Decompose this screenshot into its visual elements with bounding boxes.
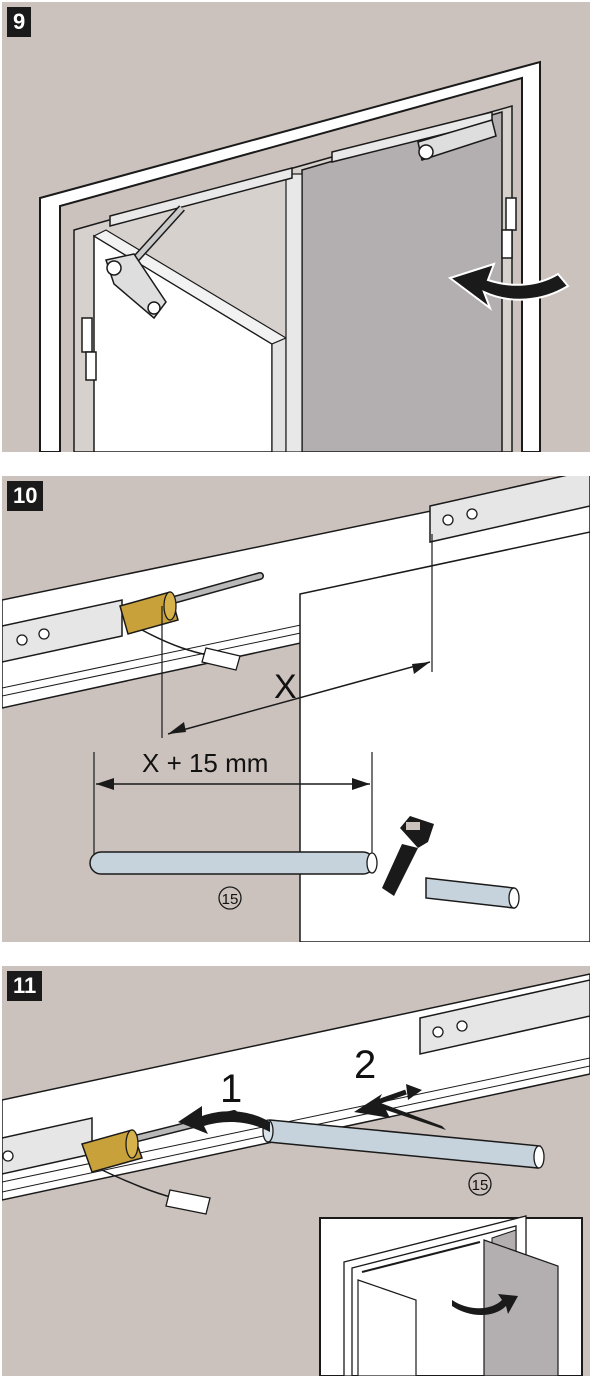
- part-number-circle: [218, 886, 242, 910]
- arrow-1: [178, 1106, 270, 1134]
- part-number-circle: [468, 1172, 492, 1196]
- slide-rail-left: [2, 599, 123, 663]
- closing-direction-arrow: [447, 262, 570, 311]
- extension-rod-15: [262, 1119, 545, 1169]
- slide-rail-right: [419, 979, 590, 1055]
- step-10-illustration: X X + 15 mm 15: [2, 476, 590, 942]
- hinge: [81, 317, 93, 353]
- extension-rod-15: [89, 851, 378, 875]
- coupling: [119, 591, 179, 635]
- step-11-illustration: 15 1 2: [2, 973, 590, 1376]
- coupling: [81, 1129, 143, 1173]
- slide-rail-left: [109, 167, 293, 227]
- door-frame: [39, 60, 541, 452]
- door-closer-left: [105, 253, 167, 320]
- center-mullion: [285, 173, 303, 452]
- step-11-panel: 11 15: [2, 966, 590, 1376]
- step-10-panel: 10: [2, 476, 590, 942]
- inset-opening-arrow: [452, 1294, 518, 1315]
- cut-off-piece: [425, 877, 520, 909]
- inset-overview: [319, 1215, 583, 1376]
- step-9-illustration: [39, 60, 570, 452]
- dimension-line-x: [167, 661, 431, 735]
- step-number-badge: 9: [7, 7, 32, 37]
- hinge: [505, 197, 517, 231]
- part-number-label: 15: [472, 1177, 489, 1194]
- cable-connector: [201, 647, 241, 671]
- arrow-2-label: 2: [354, 1043, 376, 1087]
- part-number-label: 15: [222, 891, 239, 908]
- cable: [101, 1169, 175, 1199]
- arrow-1-label: 1: [220, 1067, 242, 1111]
- hinge: [501, 229, 513, 259]
- step-9-panel: 9: [2, 2, 590, 452]
- dimension-x-label: X: [274, 668, 297, 706]
- step-number-badge: 10: [7, 481, 44, 511]
- step-number-badge: 11: [7, 971, 43, 1001]
- door-closer-right: [417, 119, 497, 161]
- saw-icon: [382, 816, 434, 896]
- slide-rail-right: [429, 476, 590, 543]
- cable-connector: [165, 1189, 211, 1215]
- hinge: [85, 351, 97, 381]
- dimension-total-label: X + 15 mm: [142, 748, 268, 778]
